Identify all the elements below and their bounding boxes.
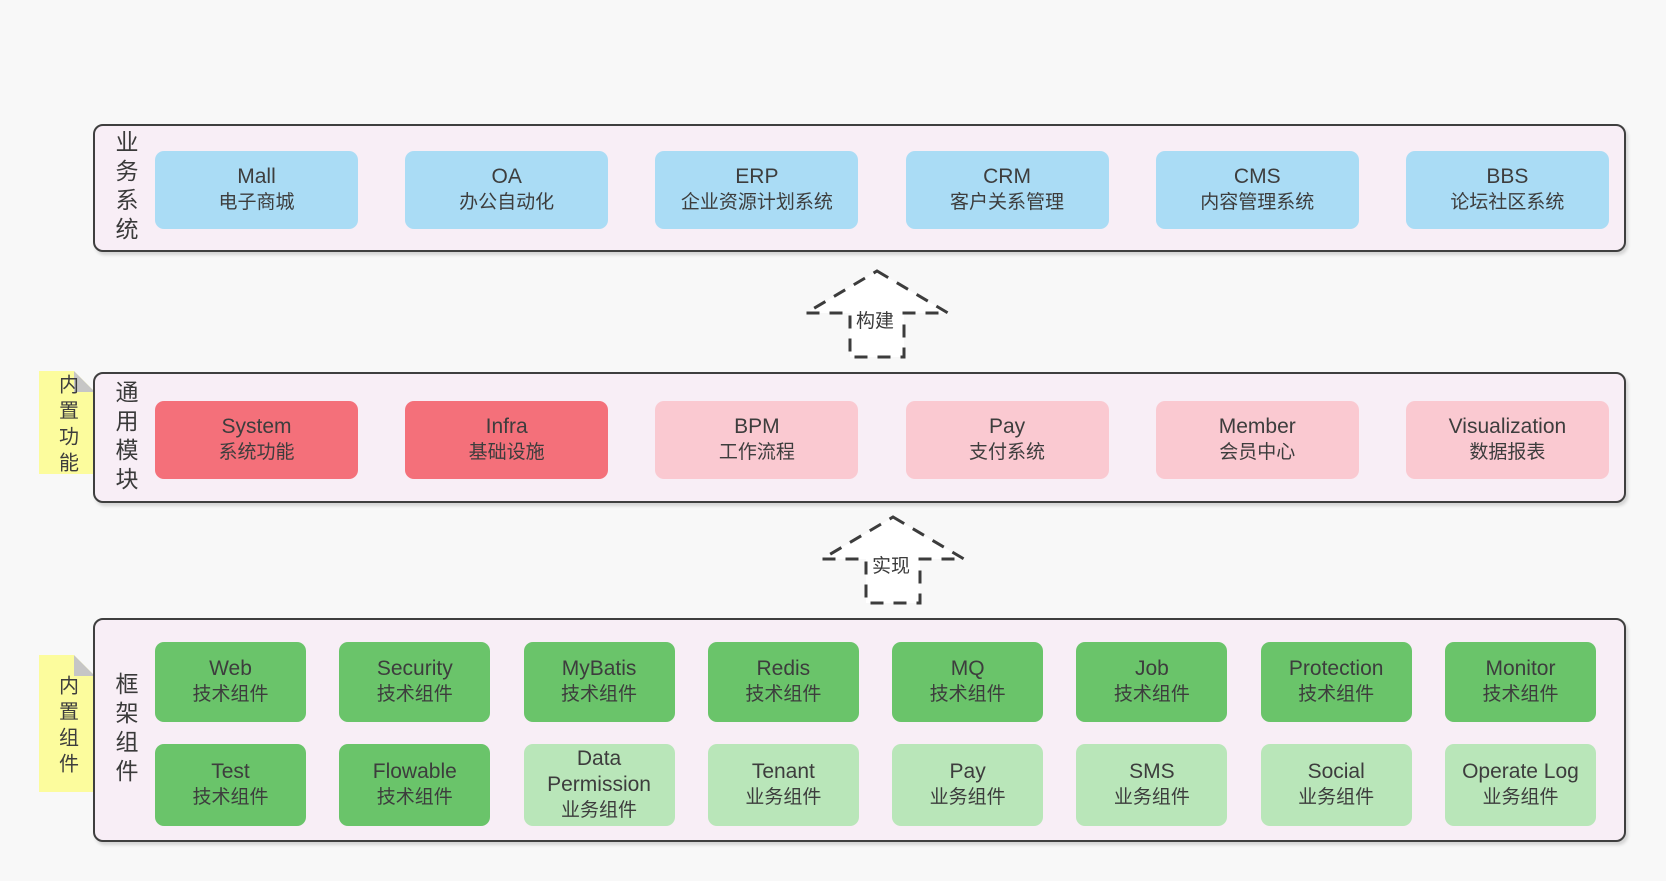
box-subtitle: 业务组件 [561,800,638,821]
box-subtitle: 技术组件 [1482,684,1559,705]
box-web: Web 技术组件 [155,642,306,722]
box-subtitle: 技术组件 [1298,684,1375,705]
box-pay-system: Pay 支付系统 [905,401,1109,479]
box-subtitle: 技术组件 [929,684,1006,705]
box-subtitle: 会员中心 [1219,442,1296,463]
box-name: CMS [1233,165,1281,188]
box-operate-log: Operate Log 业务组件 [1444,744,1596,826]
box-subtitle: 业务组件 [745,787,822,808]
business-systems-label: 业务系统 [112,130,138,246]
box-social: Social 业务组件 [1260,744,1412,826]
box-data-permission: Data Permission 业务组件 [523,744,675,826]
box-subtitle: 技术组件 [745,684,822,705]
box-subtitle: 技术组件 [561,684,638,705]
box-subtitle: 企业资源计划系统 [680,192,833,213]
common-modules-label: 通用模块 [112,379,138,496]
box-oa: OA 办公自动化 [405,151,609,229]
box-name: Tenant [751,760,815,783]
box-name: Data Permission [547,747,651,796]
framework-components-label: 框架组件 [112,672,138,788]
box-test: Test 技术组件 [155,744,306,826]
box-mq: MQ 技术组件 [892,642,1044,722]
box-subtitle: 技术组件 [192,684,269,705]
box-erp: ERP 企业资源计划系统 [655,151,859,229]
box-cms: CMS 内容管理系统 [1155,151,1359,229]
box-name: Member [1218,415,1296,438]
box-name: BPM [734,415,780,438]
box-security: Security 技术组件 [339,642,491,722]
box-flowable: Flowable 技术组件 [339,744,491,826]
box-subtitle: 客户关系管理 [950,192,1065,213]
note-label: 内置组件 [55,674,78,779]
box-name: MyBatis [561,657,637,680]
folded-corner-icon [74,655,95,676]
box-name: Job [1134,657,1169,680]
box-visualization: Visualization 数据报表 [1405,401,1609,479]
box-bpm: BPM 工作流程 [655,401,859,479]
box-name: Protection [1288,657,1384,680]
business-systems-container: 业务系统 Mall 电子商城 OA 办公自动化 ERP 企业资源计划系统 CRM… [93,124,1626,252]
box-name: Web [209,657,252,680]
box-subtitle: 技术组件 [192,787,269,808]
box-mybatis: MyBatis 技术组件 [523,642,675,722]
builtin-functions-note: 内置功能 [39,371,95,474]
box-subtitle: 系统功能 [218,442,295,463]
box-subtitle: 基础设施 [468,442,545,463]
box-name: SMS [1129,760,1175,783]
box-bbs: BBS 论坛社区系统 [1405,151,1609,229]
box-name: Pay [949,760,986,783]
note-label: 内置功能 [55,373,78,478]
box-name: OA [491,165,522,188]
box-subtitle: 业务组件 [929,787,1006,808]
box-system: System 系统功能 [155,401,358,479]
box-subtitle: 办公自动化 [459,192,555,213]
box-monitor: Monitor 技术组件 [1444,642,1596,722]
box-subtitle: 技术组件 [1113,684,1190,705]
box-name: Redis [756,657,811,680]
framework-components-container: 框架组件 Web 技术组件 Security 技术组件 MyBatis 技术组件… [93,618,1626,842]
box-subtitle: 数据报表 [1469,442,1546,463]
box-protection: Protection 技术组件 [1260,642,1412,722]
box-subtitle: 论坛社区系统 [1450,192,1565,213]
box-subtitle: 业务组件 [1113,787,1190,808]
box-subtitle: 内容管理系统 [1200,192,1315,213]
box-mall: Mall 电子商城 [155,151,358,229]
box-name: Operate Log [1462,760,1579,783]
box-subtitle: 技术组件 [376,684,453,705]
box-job: Job 技术组件 [1076,642,1228,722]
box-name: Infra [485,415,528,438]
box-name: CRM [983,165,1031,188]
box-pay-component: Pay 业务组件 [892,744,1044,826]
box-name: Test [211,760,250,783]
common-modules-container: 通用模块 System 系统功能 Infra 基础设施 BPM 工作流程 Pay… [93,372,1626,503]
box-name: Security [376,657,453,680]
box-redis: Redis 技术组件 [707,642,859,722]
box-name: System [221,415,292,438]
box-subtitle: 工作流程 [718,442,795,463]
implement-arrow-label: 实现 [869,553,914,581]
box-name: ERP [735,165,779,188]
box-crm: CRM 客户关系管理 [905,151,1109,229]
box-name: Monitor [1485,657,1556,680]
box-name: Pay [988,415,1026,438]
box-name: Visualization [1448,415,1567,438]
box-member: Member 会员中心 [1155,401,1359,479]
box-subtitle: 支付系统 [969,442,1046,463]
box-tenant: Tenant 业务组件 [707,744,859,826]
box-subtitle: 业务组件 [1298,787,1375,808]
box-subtitle: 电子商城 [218,192,295,213]
box-name: Mall [237,165,276,188]
box-subtitle: 技术组件 [376,787,453,808]
box-name: BBS [1486,165,1529,188]
box-subtitle: 业务组件 [1482,787,1559,808]
build-arrow-label: 构建 [853,308,898,336]
builtin-components-note: 内置组件 [39,655,95,792]
box-name: MQ [950,657,985,680]
box-name: Social [1307,760,1365,783]
box-infra: Infra 基础设施 [405,401,609,479]
box-sms: SMS 业务组件 [1076,744,1228,826]
box-name: Flowable [372,760,457,783]
